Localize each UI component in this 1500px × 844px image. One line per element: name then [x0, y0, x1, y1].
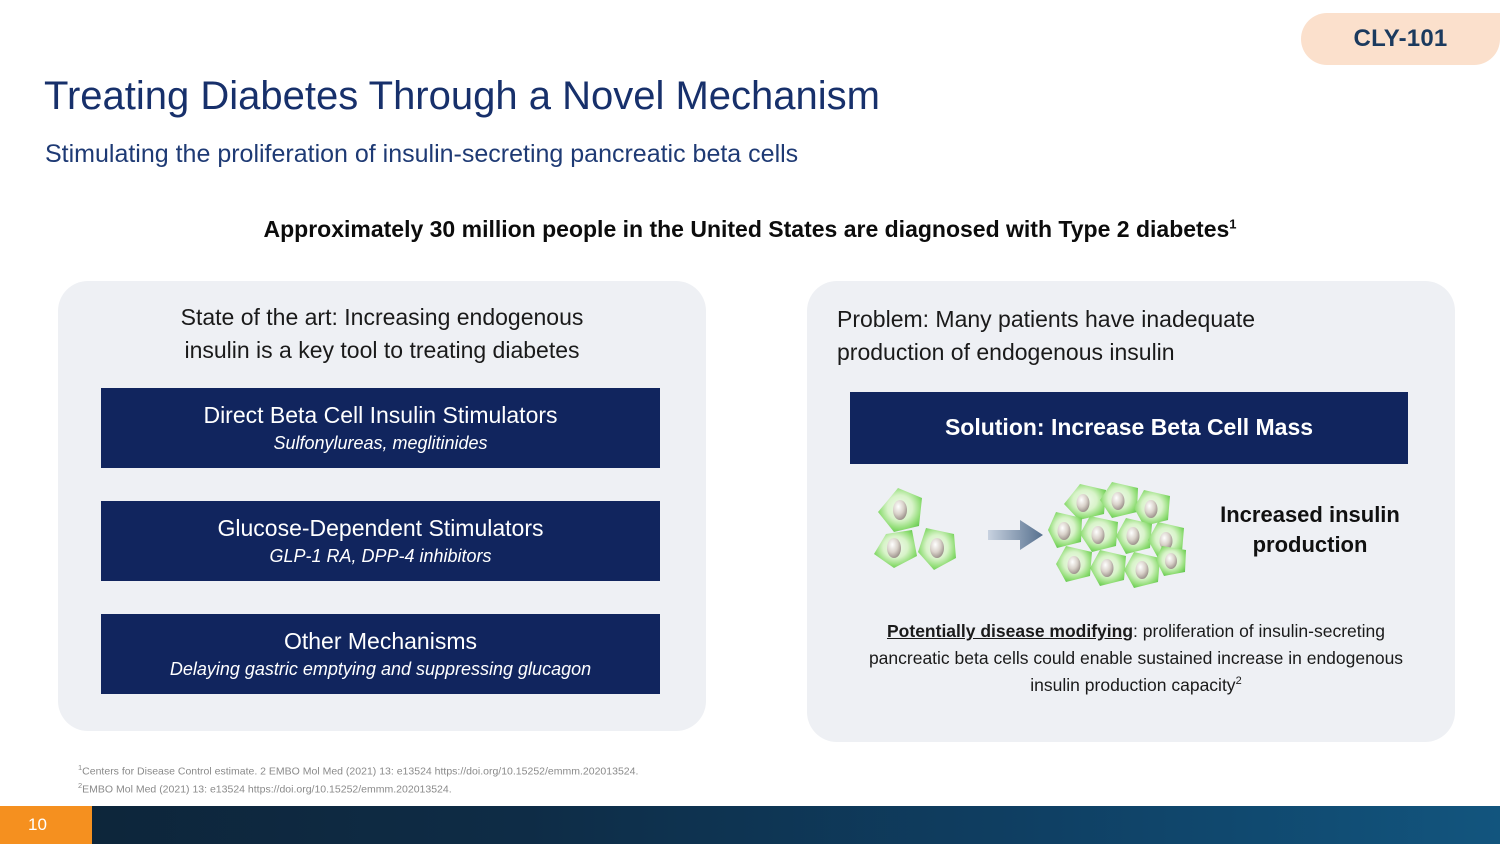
mechanism-box-title: Glucose-Dependent Stimulators [217, 514, 544, 541]
cell-cluster-after-icon [1048, 482, 1186, 588]
mechanism-box-glucose-dependent: Glucose-Dependent Stimulators GLP-1 RA, … [101, 501, 660, 581]
beta-cell-proliferation-illustration [850, 480, 1410, 595]
right-panel-heading-line1: Problem: Many patients have inadequate [837, 306, 1256, 332]
footnote-text-2: EMBO Mol Med (2021) 13: e13524 https://d… [82, 783, 452, 796]
right-panel-heading-line2: production of endogenous insulin [837, 339, 1175, 366]
page-title: Treating Diabetes Through a Novel Mechan… [44, 74, 880, 118]
footnotes: 1Centers for Disease Control estimate. 2… [78, 762, 978, 798]
right-panel-heading: Problem: Many patients have inadequate p… [837, 303, 1397, 370]
right-arrow-icon [988, 520, 1043, 550]
mechanism-box-subtitle: Delaying gastric emptying and suppressin… [169, 658, 592, 679]
headline-footnote-marker: 1 [1229, 216, 1237, 232]
footnote-text-1: Centers for Disease Control estimate. 2 … [82, 765, 639, 778]
footer-bar [0, 806, 1500, 844]
left-panel-heading-line2: insulin is a key tool to treating diabet… [184, 337, 580, 364]
page-number: 10 [28, 815, 47, 834]
mechanism-box-title: Other Mechanisms [283, 627, 477, 654]
solution-box: Solution: Increase Beta Cell Mass [850, 392, 1408, 464]
footnote-marker-1: 1 [78, 763, 83, 772]
mechanism-box-subtitle: GLP-1 RA, DPP-4 inhibitors [269, 545, 492, 566]
product-badge: CLY-101 [1301, 13, 1500, 65]
statistic-headline-text: Approximately 30 million people in the U… [263, 216, 1230, 242]
left-panel-heading: State of the art: Increasing endogenous … [98, 301, 666, 368]
product-badge-label: CLY-101 [1353, 25, 1448, 52]
cell-cluster-before-icon [874, 488, 956, 570]
page-subtitle: Stimulating the proliferation of insulin… [45, 140, 799, 168]
footnote-marker-2: 2 [78, 780, 83, 790]
mechanism-box-other-mechanisms: Other Mechanisms Delaying gastric emptyi… [101, 614, 660, 694]
mechanism-box-title: Direct Beta Cell Insulin Stimulators [203, 401, 558, 428]
problem-solution-panel: Problem: Many patients have inadequate p… [807, 281, 1455, 742]
disease-modifying-emphasis: Potentially disease modifying [887, 621, 1134, 641]
page-number-badge: 10 [0, 806, 92, 844]
left-panel-heading-line1: State of the art: Increasing endogenous [180, 304, 584, 330]
increased-insulin-line2: production [1252, 531, 1368, 557]
transformation-arrow [988, 518, 1043, 552]
statistic-headline: Approximately 30 million people in the U… [0, 216, 1500, 243]
solution-box-title: Solution: Increase Beta Cell Mass [944, 414, 1314, 441]
increased-insulin-label: Increased insulin production [1180, 500, 1440, 559]
disease-modifying-footnote-marker: 2 [1235, 675, 1242, 688]
increased-insulin-line1: Increased insulin [1220, 502, 1400, 527]
disease-modifying-note: Potentially disease modifying: prolifera… [845, 618, 1427, 699]
mechanism-box-subtitle: Sulfonylureas, meglitinides [273, 432, 488, 453]
footnote-line-2: 2EMBO Mol Med (2021) 13: e13524 https://… [78, 780, 978, 798]
footnote-line-1: 1Centers for Disease Control estimate. 2… [78, 762, 978, 780]
mechanism-box-direct-beta-cell: Direct Beta Cell Insulin Stimulators Sul… [101, 388, 660, 468]
disease-modifying-text: : proliferation of insulin-secreting pan… [868, 621, 1404, 696]
